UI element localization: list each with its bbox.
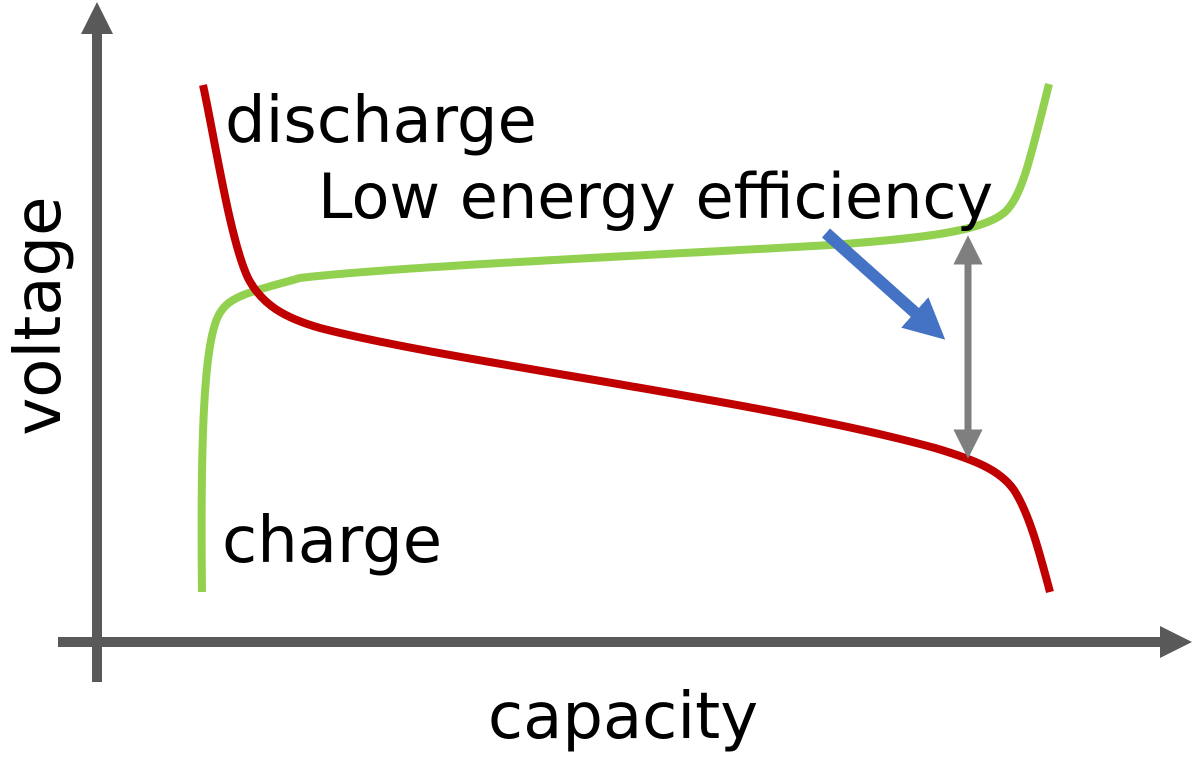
charge-curve [197, 83, 1053, 593]
efficiency-pointer-arrow [822, 228, 946, 340]
discharge-curve [199, 84, 1054, 594]
efficiency-annotation: Low energy efficiency [318, 160, 993, 233]
y-axis-label: voltage [2, 196, 76, 435]
discharge-label: discharge [225, 84, 537, 158]
charge-label: charge [222, 504, 442, 578]
x-axis-label: capacity [488, 680, 758, 754]
